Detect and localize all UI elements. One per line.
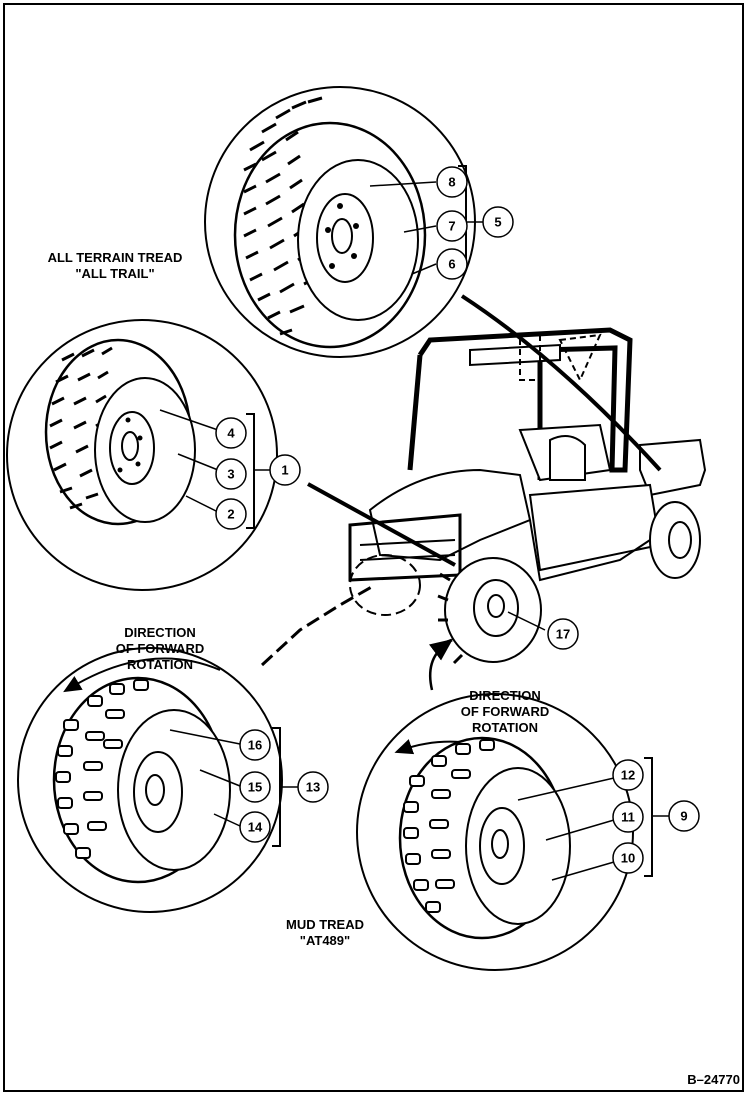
callout-6	[436, 248, 468, 280]
direction-label-right: DIRECTION OF FORWARD ROTATION	[445, 688, 565, 736]
mud-tire-detail-rear-right	[356, 693, 670, 971]
direction-left-line2: OF FORWARD	[115, 641, 205, 656]
callout-17	[547, 618, 579, 650]
callout-3	[215, 458, 247, 490]
callouts	[215, 166, 700, 874]
direction-right-line1: DIRECTION	[469, 688, 541, 703]
callout-num-10: 10	[621, 851, 635, 866]
all-trail-tire-detail-front	[6, 319, 278, 591]
callout-13	[297, 771, 329, 803]
all-terrain-tread-label: ALL TERRAIN TREAD "ALL TRAIL"	[40, 250, 190, 282]
callout-8	[436, 166, 468, 198]
callout-num-2: 2	[227, 507, 234, 522]
callout-16	[239, 729, 271, 761]
direction-right-line2: OF FORWARD	[460, 704, 550, 719]
callout-14	[239, 811, 271, 843]
callout-7	[436, 210, 468, 242]
utility-vehicle	[348, 327, 707, 665]
mud-tread-title: MUD TREAD	[286, 917, 364, 932]
callout-10	[612, 842, 644, 874]
callout-num-15: 15	[248, 780, 262, 795]
callout-num-3: 3	[227, 467, 234, 482]
mud-tread-model: "AT489"	[299, 933, 351, 948]
callout-5	[482, 206, 514, 238]
all-terrain-tread-title: ALL TERRAIN TREAD	[47, 250, 183, 265]
callout-num-13: 13	[306, 780, 320, 795]
page-border	[3, 3, 744, 1092]
callout-num-11: 11	[621, 810, 635, 825]
callout-4	[215, 417, 247, 449]
figure-code: B–24770	[687, 1072, 740, 1087]
callout-num-7: 7	[448, 219, 455, 234]
callout-num-12: 12	[621, 768, 635, 783]
callout-num-4: 4	[227, 426, 235, 441]
direction-label-left: DIRECTION OF FORWARD ROTATION	[100, 625, 220, 673]
callout-11	[612, 801, 644, 833]
callout-num-16: 16	[248, 738, 262, 753]
all-trail-tire-detail-top	[204, 86, 484, 358]
callout-num-14: 14	[248, 820, 263, 835]
direction-left-line1: DIRECTION	[124, 625, 196, 640]
callout-12	[612, 759, 644, 791]
callout-2	[215, 498, 247, 530]
mud-tread-label: MUD TREAD "AT489"	[270, 917, 380, 949]
callout-9	[668, 800, 700, 832]
callout-15	[239, 771, 271, 803]
leader-lines	[260, 294, 662, 691]
callout-num-1: 1	[281, 463, 288, 478]
mud-tire-detail-rear-left	[17, 647, 298, 913]
callout-num-17: 17	[556, 627, 570, 642]
all-terrain-tread-model: "ALL TRAIL"	[75, 266, 155, 281]
callout-num-9: 9	[680, 809, 687, 824]
direction-left-line3: ROTATION	[127, 657, 193, 672]
callout-num-5: 5	[494, 215, 501, 230]
callout-num-8: 8	[448, 175, 455, 190]
callout-num-6: 6	[448, 257, 455, 272]
direction-right-line3: ROTATION	[472, 720, 538, 735]
callout-1	[269, 454, 301, 486]
